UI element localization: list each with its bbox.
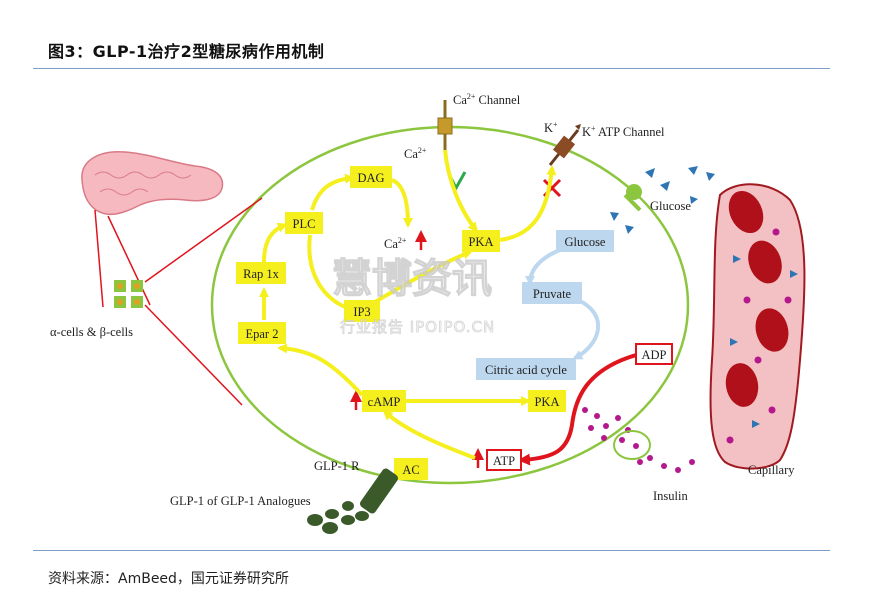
glucose-outside-label: Glucose — [650, 199, 691, 213]
box-camp: cAMP — [362, 390, 406, 412]
box-glucose-inside: Glucose — [556, 230, 614, 252]
svg-text:ATP: ATP — [493, 454, 515, 468]
box-atp: ATP — [486, 449, 522, 471]
insulin-granules-icon — [582, 407, 695, 473]
bottom-rule — [33, 550, 830, 551]
svg-text:慧博资讯: 慧博资讯 — [332, 256, 492, 302]
top-rule — [33, 68, 830, 69]
box-ip3: IP3 — [344, 300, 380, 322]
arrow-ac-to-camp — [382, 409, 476, 460]
glp1-receptor-icon — [360, 468, 398, 514]
zoom-line-top — [144, 197, 263, 283]
svg-text:AC: AC — [402, 463, 419, 477]
box-citric-acid-cycle: Citric acid cycle — [476, 358, 576, 380]
svg-text:Rap 1x: Rap 1x — [243, 267, 280, 281]
glucose-transporter-icon — [623, 184, 642, 212]
box-ac: AC — [394, 458, 428, 480]
glucose-molecules-icon — [610, 166, 715, 234]
glp1-analogues-label: GLP-1 of GLP-1 Analogues — [170, 494, 311, 508]
svg-text:Pruvate: Pruvate — [533, 287, 572, 301]
capillary-icon — [709, 183, 806, 470]
box-pka-top: PKA — [462, 230, 500, 252]
svg-text:Glucose: Glucose — [565, 235, 606, 249]
watermark: 慧博资讯 行业报告 IPOIPO.CN — [331, 255, 495, 336]
svg-text:IP3: IP3 — [353, 305, 370, 319]
box-dag: DAG — [350, 166, 392, 188]
box-adp: ADP — [635, 343, 673, 365]
capillary-label: Capillary — [748, 463, 795, 477]
calcium-channel-label: Ca2+ Channel — [453, 92, 521, 107]
arrow-pka-to-k-channel — [499, 165, 557, 242]
figure-title: 图3：GLP-1治疗2型糖尿病作用机制 — [48, 42, 325, 61]
source-note: 资料来源：AmBeed，国元证券研究所 — [48, 571, 289, 587]
arrow-adp-to-atp — [518, 353, 637, 466]
svg-text:PKA: PKA — [468, 235, 493, 249]
svg-text:PLC: PLC — [293, 217, 316, 231]
potassium-channel-icon — [548, 124, 581, 166]
islet-cells-icon — [114, 280, 143, 308]
alpha-beta-label: α-cells & β-cells — [50, 325, 133, 339]
svg-text:PKA: PKA — [534, 395, 559, 409]
pancreas-icon — [81, 151, 224, 216]
arrow-ca-channel-to-pka — [443, 149, 478, 233]
zoom-line-bottom — [144, 304, 243, 406]
calcium-inside-label: Ca2+ — [404, 146, 427, 161]
exocytosis-vesicle-icon — [613, 430, 651, 460]
glp1r-label: GLP-1 R — [314, 459, 360, 473]
svg-text:cAMP: cAMP — [368, 395, 401, 409]
arrow-dag-to-ca — [391, 178, 413, 228]
calcium-channel-icon — [437, 100, 453, 150]
arrow-glucose-to-pyruvate — [525, 248, 561, 286]
k-ion-label: K+ — [544, 120, 558, 135]
svg-text:行业报告 IPOIPO.CN: 行业报告 IPOIPO.CN — [340, 318, 495, 336]
arrow-camp-to-epar2 — [277, 343, 364, 397]
box-pka-mid: PKA — [528, 390, 566, 412]
svg-text:ADP: ADP — [641, 348, 666, 362]
calcium-mid-label: Ca2+ — [384, 236, 407, 251]
box-epar2: Epar 2 — [238, 322, 286, 344]
box-plc: PLC — [285, 212, 323, 234]
insulin-label: Insulin — [653, 489, 688, 503]
box-rap1x: Rap 1x — [236, 262, 286, 284]
arrow-plc-to-dag — [310, 173, 355, 211]
svg-text:Citric acid cycle: Citric acid cycle — [485, 363, 567, 377]
box-pyruvate: Pruvate — [522, 282, 582, 304]
svg-text:Epar 2: Epar 2 — [246, 327, 279, 341]
pancreas-line-left — [94, 209, 104, 308]
glp1-ligands-icon — [307, 501, 369, 534]
arrow-pyruvate-to-citric — [572, 298, 600, 360]
svg-text:DAG: DAG — [357, 171, 384, 185]
arrow-rap1x-to-plc — [262, 222, 288, 263]
k-channel-label: K+ ATP Channel — [582, 124, 665, 139]
arrow-ip3-to-pka — [368, 249, 473, 307]
